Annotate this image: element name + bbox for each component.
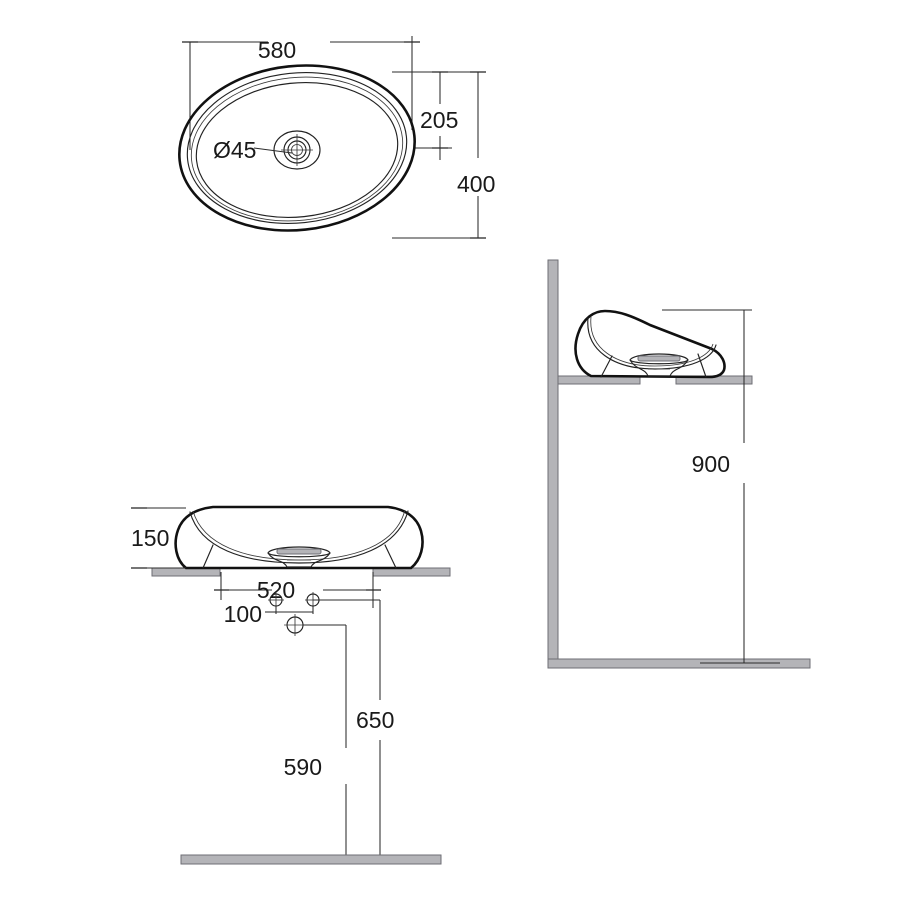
basin-top-bowl-edge bbox=[195, 81, 399, 219]
side-basin-waste bbox=[629, 353, 689, 377]
drain-leader-line bbox=[253, 147, 293, 154]
dimension-label-drain-diameter: Ø45 bbox=[213, 137, 256, 163]
front-elevation-group: 150 520 bbox=[131, 505, 451, 865]
front-basin-support-right bbox=[384, 544, 397, 569]
front-floor-slab bbox=[180, 854, 442, 865]
basin-top-outer-rim bbox=[178, 64, 416, 232]
side-wall bbox=[547, 259, 559, 669]
side-basin-outline bbox=[574, 309, 726, 379]
waste-point bbox=[284, 614, 306, 636]
side-basin-support-right bbox=[697, 353, 707, 378]
dimension-580-lines bbox=[182, 36, 420, 150]
dimension-900-lines bbox=[662, 309, 780, 664]
dimension-520-lines bbox=[214, 572, 381, 608]
side-basin-support-left bbox=[600, 355, 613, 378]
side-basin-bowl-curve-2 bbox=[590, 316, 714, 367]
top-view-drain bbox=[273, 130, 321, 170]
side-elevation-group: 900 bbox=[547, 259, 811, 669]
dimension-650-lines bbox=[313, 599, 381, 860]
basin-top-inner-rim-2 bbox=[190, 76, 404, 222]
dimension-150-lines bbox=[131, 507, 186, 569]
front-basin-support-left bbox=[202, 544, 214, 569]
dimension-100-lines bbox=[265, 606, 314, 614]
dimension-label-650: 650 bbox=[356, 707, 394, 733]
side-floor-slab bbox=[547, 658, 811, 669]
basin-top-inner-rim-1 bbox=[186, 71, 408, 225]
top-view-group: 580 205 400 Ø45 bbox=[178, 36, 495, 239]
dimension-205-lines bbox=[414, 71, 452, 160]
dimension-label-400: 400 bbox=[457, 171, 495, 197]
dimension-label-900: 900 bbox=[692, 451, 730, 477]
dimension-label-150: 150 bbox=[131, 525, 169, 551]
dimension-590-lines bbox=[303, 624, 347, 860]
supply-point-left bbox=[268, 592, 284, 608]
front-basin-bowl-curve bbox=[189, 510, 409, 564]
front-basin-waste bbox=[267, 546, 331, 568]
dimension-label-590: 590 bbox=[284, 754, 322, 780]
dimension-label-100: 100 bbox=[224, 601, 262, 627]
dimension-400-lines bbox=[392, 71, 486, 239]
dimension-label-580: 580 bbox=[258, 37, 296, 63]
front-basin-outline bbox=[174, 505, 424, 570]
dimension-label-205: 205 bbox=[420, 107, 458, 133]
